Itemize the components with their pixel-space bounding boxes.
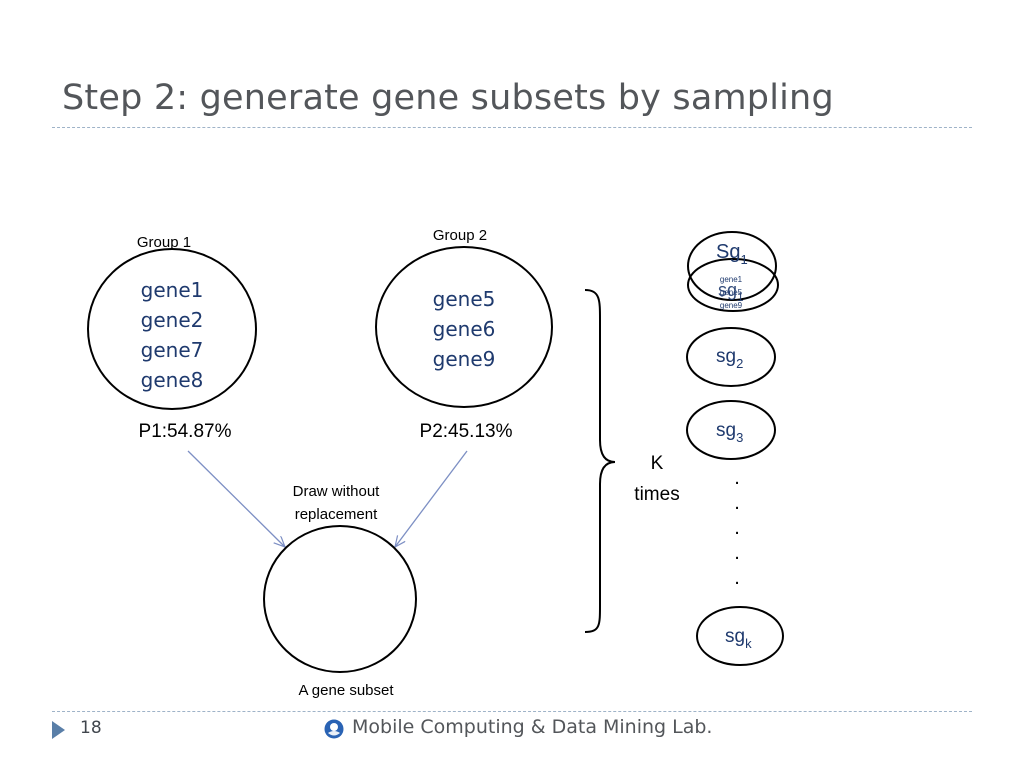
page-number: 18 [80, 718, 102, 738]
draw-label-line1: Draw without [293, 483, 381, 500]
group1-gene: gene2 [141, 308, 204, 332]
subset-ellipsis-dot: . [734, 492, 740, 514]
subset-sgk-circle [696, 606, 784, 666]
k-times-label-line2: times [634, 484, 679, 505]
k-times-label-line1: K [651, 453, 664, 474]
subset-ellipsis-dot: . [734, 517, 740, 539]
group1-gene: gene8 [141, 368, 204, 392]
subset-ellipsis-dot: . [734, 567, 740, 589]
group1-gene: gene1 [141, 278, 204, 302]
group1-gene: gene7 [141, 338, 204, 362]
group1-circle [87, 248, 257, 410]
subset-sg1-overlay-circle [687, 258, 779, 312]
group1-probability: P1:54.87% [139, 421, 232, 442]
subset-sg3-label: sg3 [716, 420, 743, 445]
subset-sg1-gene: gene9 [720, 301, 743, 310]
group1-label: Group 1 [137, 234, 191, 251]
subset-sg3-circle [686, 400, 776, 460]
subset-sg1-label: Sg1 [716, 241, 748, 267]
subset-sg1-gene: gene1 [720, 275, 743, 284]
subset-sgk-label: sgk [725, 626, 752, 651]
group2-label: Group 2 [433, 227, 487, 244]
subset-sg2-label: sg2 [716, 346, 743, 371]
group2-probability: P2:45.13% [420, 421, 513, 442]
subset-sg1-gene: gene5 [720, 288, 743, 297]
lab-logo-icon [324, 719, 344, 739]
gene-subset-circle [263, 525, 417, 673]
subset-sg1-circle [687, 231, 777, 301]
draw-label-line2: replacement [295, 506, 378, 523]
title-divider [52, 127, 972, 128]
group2-gene: gene6 [433, 317, 496, 341]
subset-ellipsis-dot: . [734, 542, 740, 564]
footer-triangle-icon [52, 721, 65, 739]
group2-gene: gene9 [433, 347, 496, 371]
group2-circle [375, 246, 553, 408]
arrow-group2-to-subset [395, 450, 468, 547]
gene-subset-label: A gene subset [298, 682, 394, 699]
group2-gene: gene5 [433, 287, 496, 311]
subset-ellipsis-dot: . [734, 467, 740, 489]
subset-sg1-overlay-label: sg1 [718, 280, 744, 304]
subset-sg2-circle [686, 327, 776, 387]
k-times-brace [584, 289, 616, 633]
footer-divider [52, 711, 972, 712]
slide-title: Step 2: generate gene subsets by samplin… [62, 78, 834, 118]
arrow-group1-to-subset [187, 450, 285, 547]
lab-name: Mobile Computing & Data Mining Lab. [352, 716, 713, 738]
